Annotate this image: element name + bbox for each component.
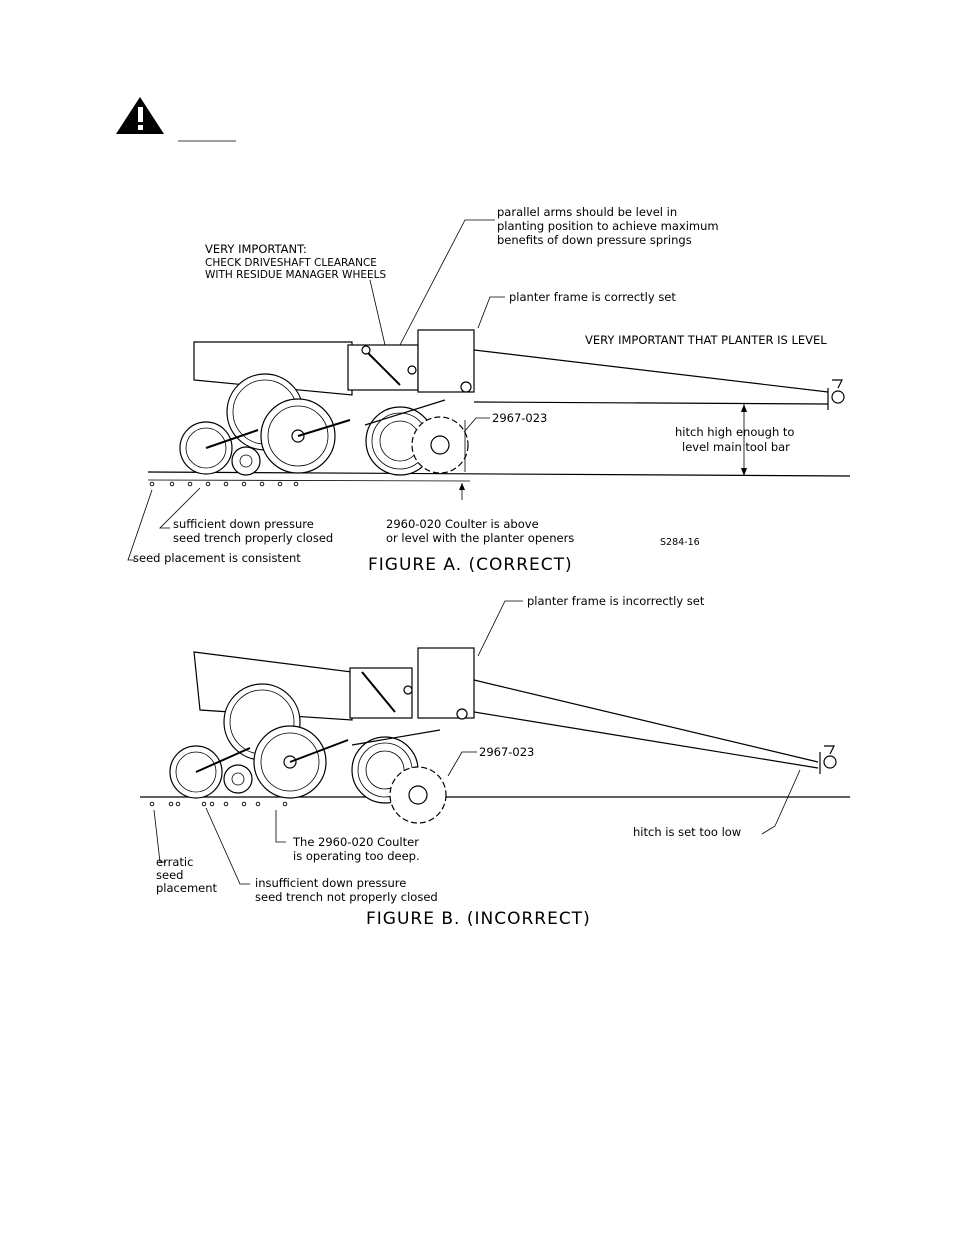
label-coulter-b-2: is operating too deep. <box>293 849 420 863</box>
figure-a-leaders <box>127 219 505 561</box>
label-very-important-2: CHECK DRIVESHAFT CLEARANCE <box>205 257 377 269</box>
figure-b-leaders <box>153 600 801 885</box>
figure-a-labels: parallel arms should be level in plantin… <box>133 205 827 575</box>
label-coulter-a-1: 2960-020 Coulter is above <box>386 517 539 531</box>
label-part-b: 2967-023 <box>479 745 534 759</box>
label-insufficient-2: seed trench not properly closed <box>255 890 438 904</box>
label-erratic-1: erratic <box>156 855 193 869</box>
label-sufficient-2: seed trench properly closed <box>173 531 333 545</box>
label-frame-correct: planter frame is correctly set <box>509 290 676 304</box>
label-insufficient-1: insufficient down pressure <box>255 876 406 890</box>
label-erratic-2: seed <box>156 868 183 882</box>
label-sufficient-1: sufficient down pressure <box>173 517 314 531</box>
figure-b-caption: FIGURE B. (INCORRECT) <box>366 909 591 929</box>
label-parallel-arms-2: planting position to achieve maximum <box>497 219 719 233</box>
label-frame-incorrect: planter frame is incorrectly set <box>527 594 705 608</box>
label-erratic-3: placement <box>156 881 218 895</box>
label-hitch-low: hitch is set too low <box>633 825 741 839</box>
label-hitch-high-1: hitch high enough to <box>675 425 794 439</box>
label-hitch-high-2: level main tool bar <box>682 440 790 454</box>
label-very-important-1: VERY IMPORTANT: <box>205 242 307 256</box>
figure-a-seed-dots <box>149 481 299 487</box>
label-parallel-arms-3: benefits of down pressure springs <box>497 233 692 247</box>
label-parallel-arms-1: parallel arms should be level in <box>497 205 677 219</box>
figure-b-labels: planter frame is incorrectly set 2967-02… <box>156 594 741 929</box>
label-seed-consistent: seed placement is consistent <box>133 551 301 565</box>
figure-a-caption: FIGURE A. (CORRECT) <box>368 555 573 575</box>
label-very-important-3: WITH RESIDUE MANAGER WHEELS <box>205 269 386 281</box>
figure-b-seed-dots <box>149 801 288 807</box>
figure-a-drawing <box>147 329 851 500</box>
label-coulter-b-1: The 2960-020 Coulter <box>292 835 419 849</box>
label-part-a: 2967-023 <box>492 411 547 425</box>
label-coulter-a-2: or level with the planter openers <box>386 531 574 545</box>
figure-b-drawing <box>140 647 850 824</box>
figure-code: S284-16 <box>660 537 700 548</box>
warning-triangle-icon <box>116 97 164 134</box>
label-level: VERY IMPORTANT THAT PLANTER IS LEVEL <box>585 333 827 347</box>
